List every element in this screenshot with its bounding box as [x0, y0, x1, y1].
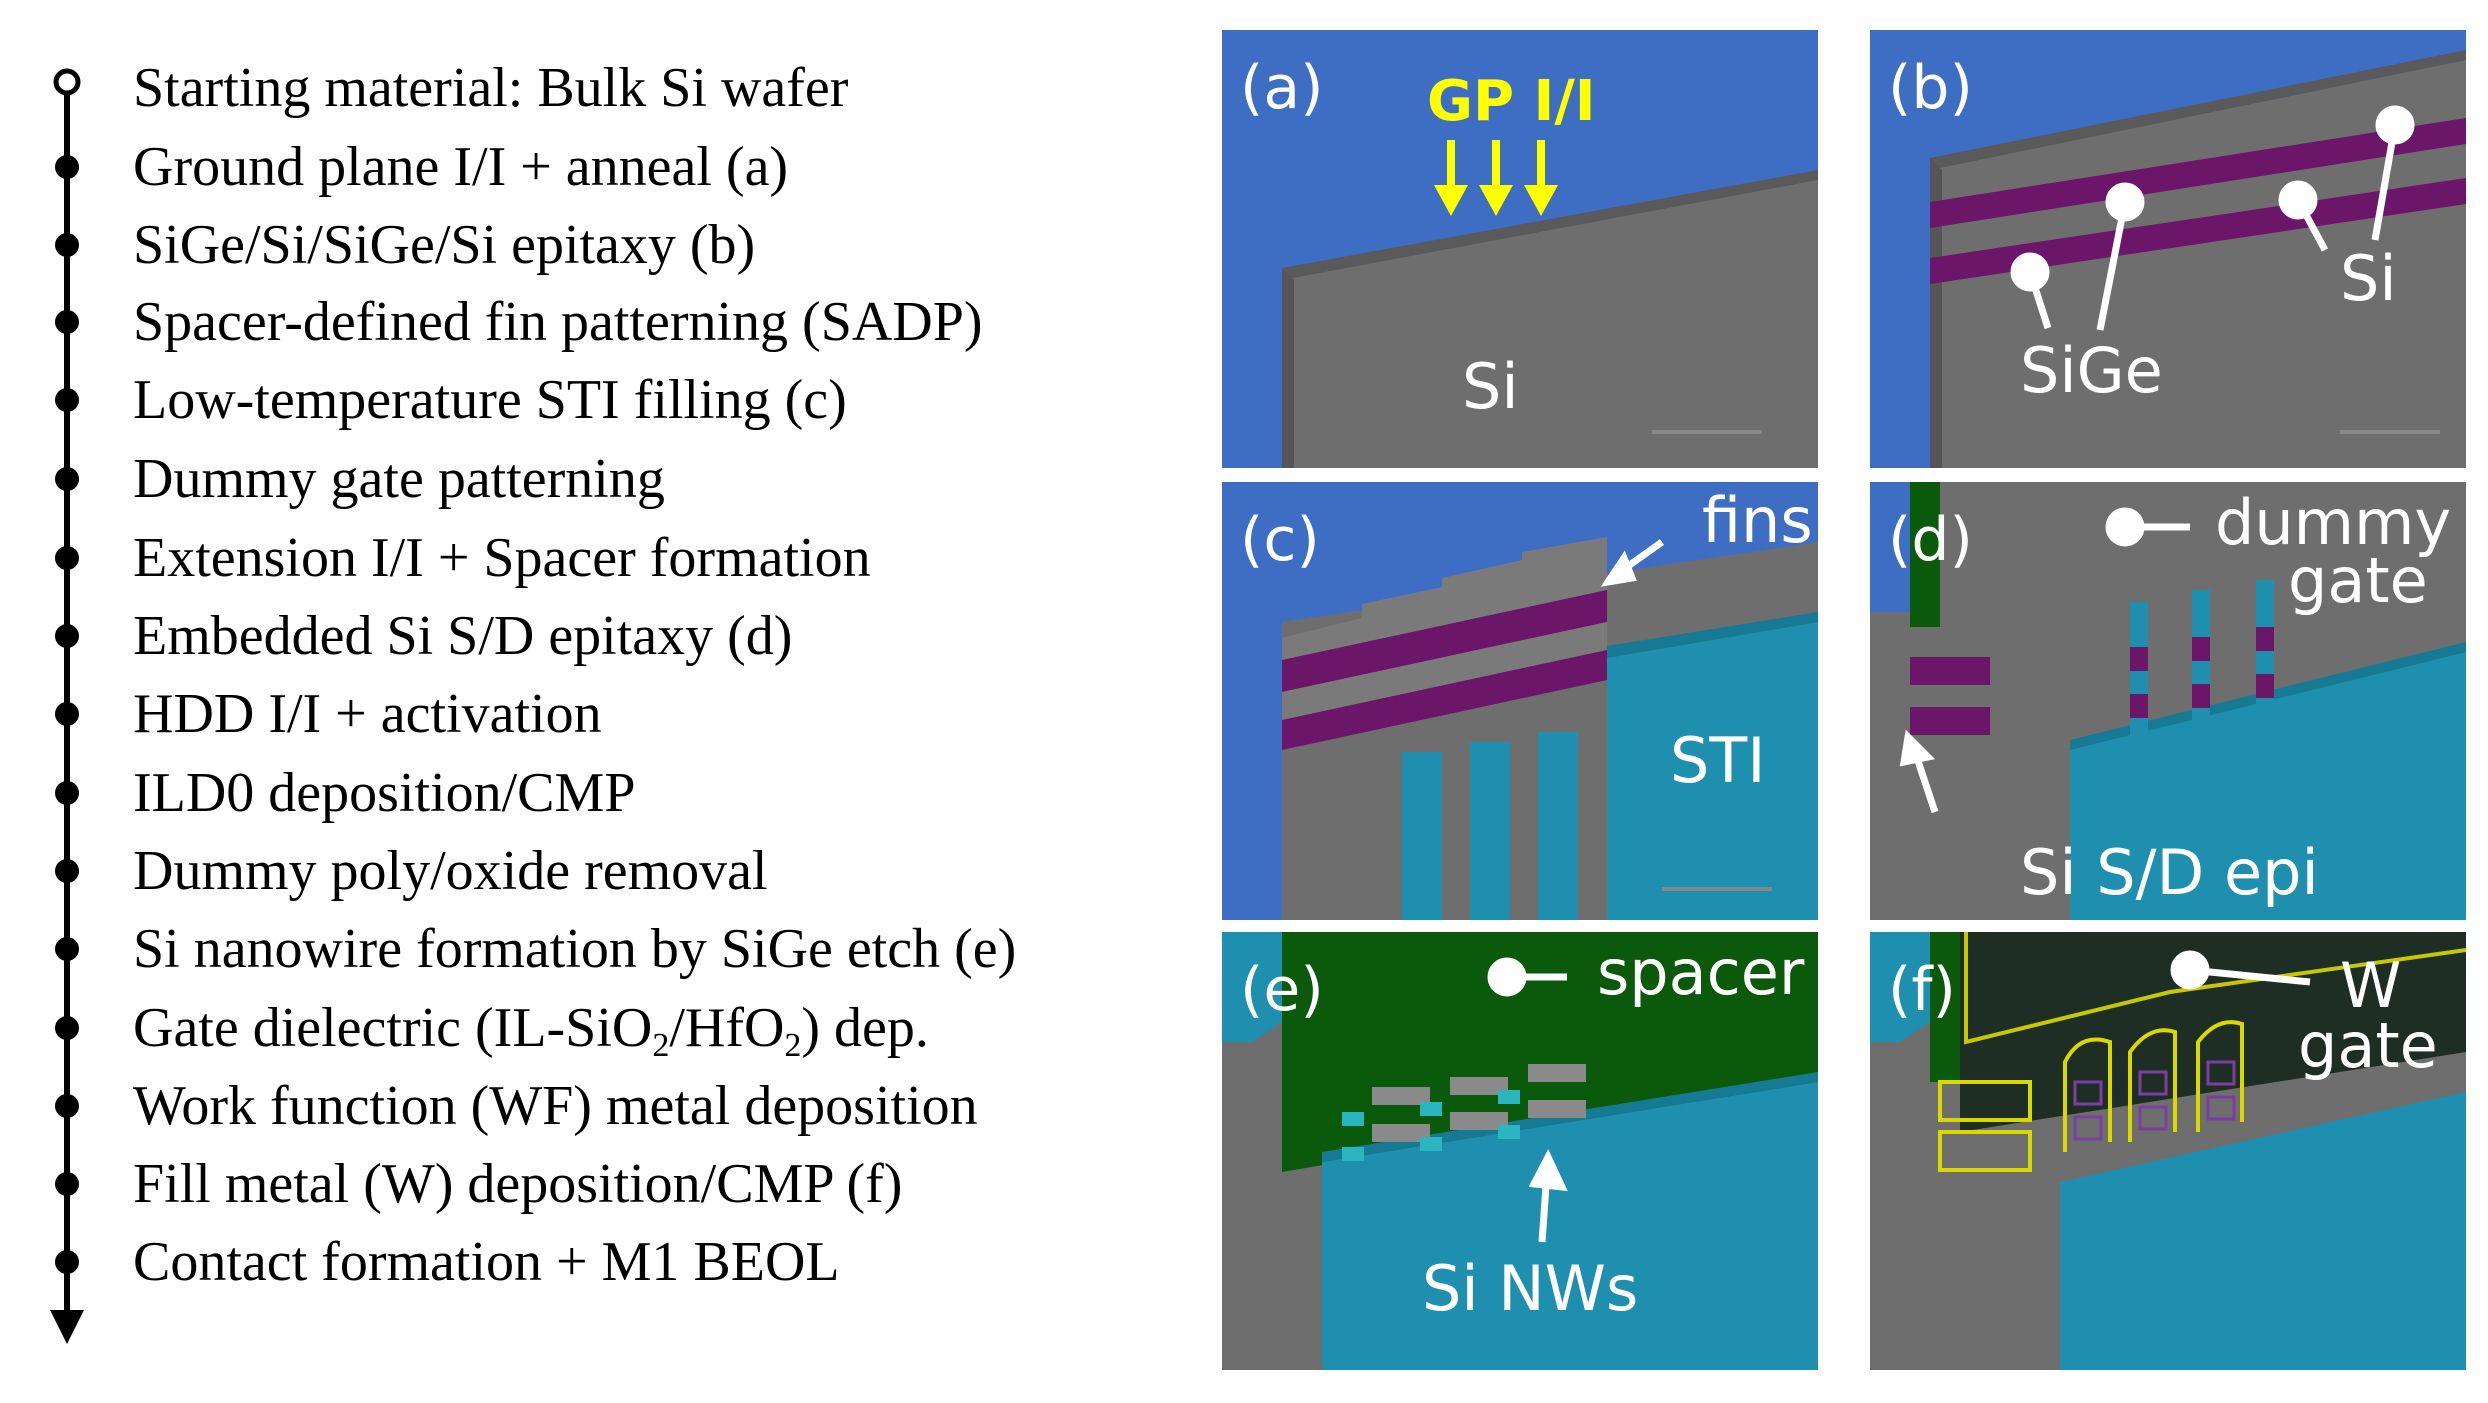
- panel-d-gate-label: gate: [2288, 544, 2428, 617]
- panel-d-sd-label: Si S/D epi: [2020, 836, 2319, 909]
- timeline-dot: [55, 781, 79, 805]
- panel-e-nws-label: Si NWs: [1422, 1252, 1638, 1325]
- step-10: ILD0 deposition/CMP: [133, 762, 636, 824]
- step-1: Starting material: Bulk Si wafer: [133, 57, 849, 119]
- step-6: Dummy gate patterning: [133, 448, 665, 510]
- step-3: SiGe/Si/SiGe/Si epitaxy (b): [133, 214, 756, 276]
- step-11: Dummy poly/oxide removal: [133, 840, 768, 902]
- step-13-tail: ) dep.: [801, 997, 929, 1059]
- timeline-dot: [55, 624, 79, 648]
- panel-b-sige-label: SiGe: [2020, 334, 2163, 407]
- panel-e: (e) spacer Si NWs: [1222, 932, 1818, 1370]
- timeline-arrowhead: [50, 1310, 84, 1344]
- timeline-dot: [55, 1094, 79, 1118]
- flow-timeline: [50, 68, 84, 1344]
- step-14: Work function (WF) metal deposition: [133, 1075, 978, 1137]
- timeline-start-marker: [53, 68, 81, 96]
- step-13-text: Gate dielectric (IL-SiO: [133, 997, 653, 1059]
- timeline-dot: [55, 1016, 79, 1040]
- timeline-dot: [55, 546, 79, 570]
- panel-c-fins-label: fins: [1702, 484, 1813, 557]
- timeline-dot: [55, 702, 79, 726]
- timeline-dot: [55, 310, 79, 334]
- panel-d-label: (d): [1888, 505, 1973, 575]
- panel-f-w-label: W: [2340, 949, 2401, 1022]
- step-16: Contact formation + M1 BEOL: [133, 1231, 840, 1293]
- timeline-dot: [55, 388, 79, 412]
- step-13: Gate dielectric (IL-SiO2/HfO2) dep.: [133, 997, 929, 1063]
- process-flow: Starting material: Bulk Si wafer Ground …: [0, 0, 1200, 1403]
- step-8: Embedded Si S/D epitaxy (d): [133, 605, 793, 667]
- implant-arrows: [1434, 140, 1558, 216]
- timeline-dot: [55, 937, 79, 961]
- panel-e-spacer-label: spacer: [1597, 936, 1805, 1009]
- panel-b-si-label: Si: [2340, 242, 2397, 315]
- timeline-dot: [55, 467, 79, 491]
- step-7: Extension I/I + Spacer formation: [133, 527, 871, 589]
- timeline-dot: [55, 155, 79, 179]
- panel-a-label: (a): [1240, 53, 1324, 123]
- step-4: Spacer-defined fin patterning (SADP): [133, 291, 983, 353]
- panel-b: (b) SiGe Si: [1870, 30, 2466, 468]
- timeline-dot: [55, 1172, 79, 1196]
- step-13-mid: /HfO: [669, 997, 785, 1059]
- panel-e-label: (e): [1240, 955, 1324, 1025]
- panel-f-gate-label: gate: [2298, 1009, 2438, 1082]
- panel-f-label: (f): [1888, 955, 1956, 1025]
- panel-b-label: (b): [1888, 53, 1973, 123]
- timeline-dot: [55, 859, 79, 883]
- timeline-dot: [55, 233, 79, 257]
- panel-c: (c) fins STI: [1222, 482, 1818, 920]
- panel-f: (f) W gate: [1870, 932, 2466, 1370]
- panel-d-dummy-label: dummy: [2215, 486, 2451, 559]
- step-5: Low-temperature STI filling (c): [133, 369, 847, 431]
- step-2: Ground plane I/I + anneal (a): [133, 136, 789, 198]
- panel-a-si-label: Si: [1462, 350, 1519, 423]
- panel-a-implant-label: GP I/I: [1427, 69, 1596, 134]
- timeline-dot: [55, 1250, 79, 1274]
- step-9: HDD I/I + activation: [133, 683, 602, 745]
- panel-d: (d) dummy gate Si S/D epi: [1870, 482, 2466, 920]
- panel-a: (a) GP I/I Si: [1222, 30, 1818, 468]
- panel-c-label: (c): [1240, 505, 1320, 575]
- step-12: Si nanowire formation by SiGe etch (e): [133, 918, 1017, 980]
- panel-c-sti-label: STI: [1670, 724, 1766, 797]
- step-13-sub1: 2: [652, 1027, 670, 1064]
- step-15: Fill metal (W) deposition/CMP (f): [133, 1153, 903, 1215]
- step-13-sub2: 2: [784, 1027, 802, 1064]
